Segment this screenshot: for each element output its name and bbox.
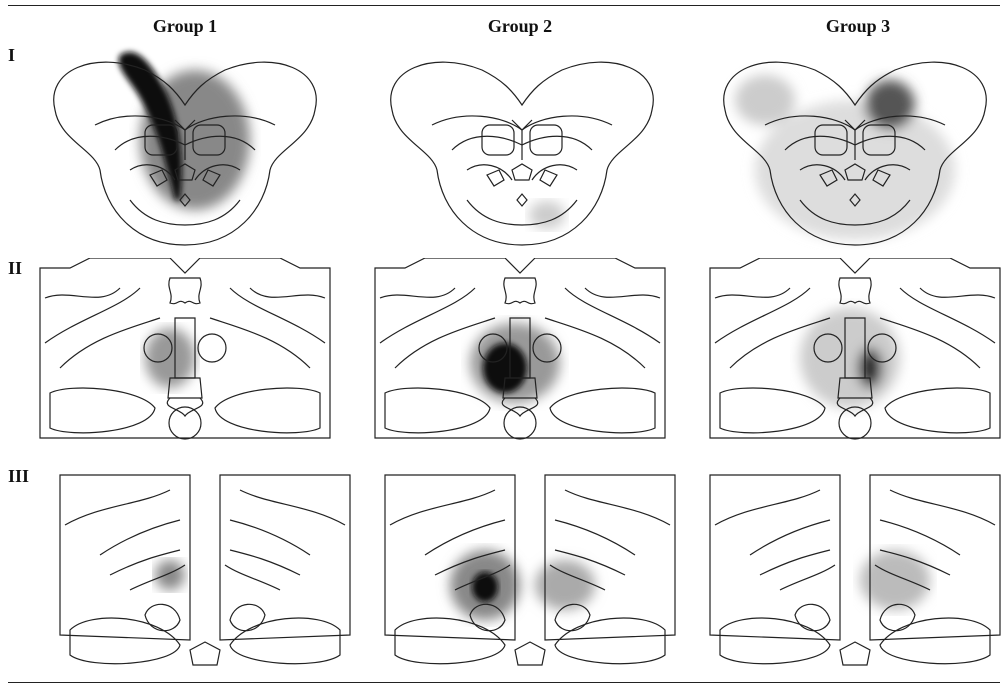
column-header-group-3: Group 3 bbox=[825, 16, 891, 36]
section-i-group-2 bbox=[390, 61, 654, 246]
row-label-iii: III bbox=[8, 466, 30, 486]
section-i-group-3 bbox=[723, 61, 987, 246]
section-ii-group-1 bbox=[39, 258, 331, 440]
section-i-group-1 bbox=[53, 51, 317, 246]
row-label-i: I bbox=[8, 45, 16, 65]
column-header-group-1: Group 1 bbox=[152, 16, 218, 36]
column-header-group-2: Group 2 bbox=[487, 16, 553, 36]
top-rule bbox=[8, 5, 1000, 6]
section-iii-group-1 bbox=[59, 474, 351, 666]
section-iii-group-2 bbox=[384, 474, 676, 666]
bottom-rule bbox=[8, 682, 1000, 683]
section-ii-group-3 bbox=[709, 258, 1001, 440]
row-label-ii: II bbox=[8, 258, 23, 278]
section-iii-group-3 bbox=[709, 474, 1001, 666]
section-ii-group-2 bbox=[374, 258, 666, 440]
